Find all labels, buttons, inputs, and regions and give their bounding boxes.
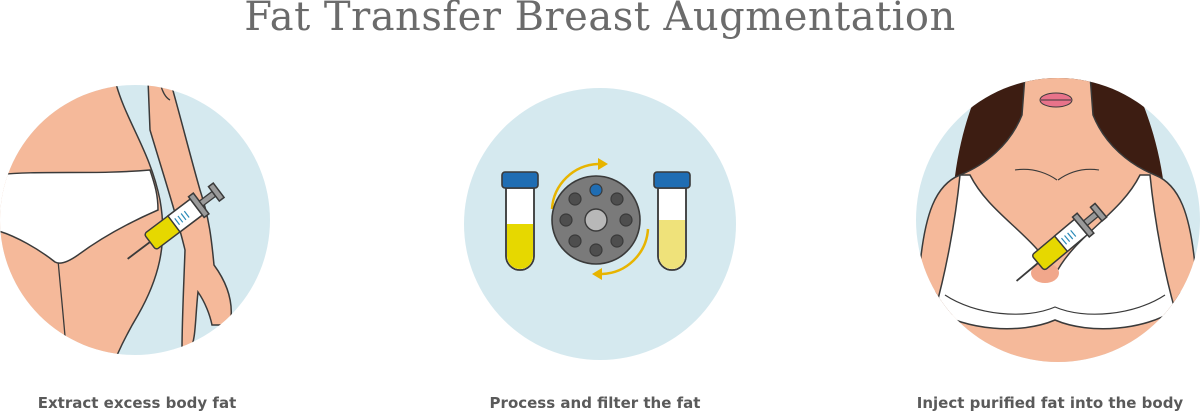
step-1-caption: Extract excess body fat <box>37 394 237 412</box>
step-inject <box>915 75 1200 395</box>
extraction-illustration <box>0 85 270 355</box>
page-title: Fat Transfer Breast Augmentation <box>244 0 956 40</box>
underwear <box>0 169 159 264</box>
test-tube-left-icon <box>501 171 539 271</box>
syringe-icon <box>127 182 226 260</box>
rotation-arrows-icon <box>550 162 650 276</box>
injection-illustration <box>916 78 1200 362</box>
processing-illustration <box>464 88 736 360</box>
step-process <box>460 84 740 374</box>
hair <box>925 78 1190 315</box>
step-extract <box>0 70 275 390</box>
test-tube-right-icon <box>653 171 691 271</box>
step-3-caption: Inject purified fat into the body <box>916 394 1184 412</box>
syringe-icon <box>1015 202 1108 282</box>
step-2-caption: Process and filter the fat <box>489 394 701 412</box>
centrifuge-icon <box>551 175 641 265</box>
